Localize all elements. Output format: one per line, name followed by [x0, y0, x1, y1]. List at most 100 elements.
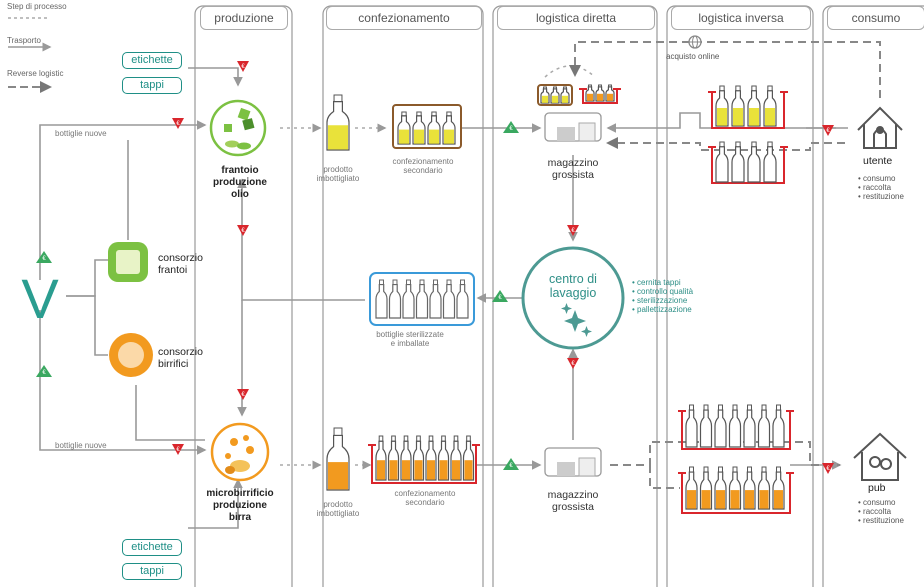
svg-text:€: €	[509, 463, 513, 469]
bottle-inverse-beer-empty	[699, 404, 713, 448]
pb-1: prodotto	[323, 500, 353, 509]
cl-item-1: • cernita tappi	[632, 278, 681, 287]
bottle-beer-small	[450, 435, 462, 481]
bottle-empty	[388, 279, 402, 319]
bottle-oil-small	[442, 111, 456, 145]
bottle-empty	[375, 279, 388, 319]
bottle-inverse-beer-empty	[772, 404, 785, 448]
frantoio-label-2: produzione	[213, 177, 267, 188]
bottle-groups	[326, 84, 794, 514]
frantoio-icon	[209, 99, 267, 157]
utente-list: • consumo • raccolta • restituzione	[858, 174, 904, 201]
pt-2: imbottigliato	[316, 174, 360, 183]
bottle-tiny	[540, 86, 550, 104]
pl-3: • restituzione	[858, 516, 904, 525]
consorzio-birrifici-icon	[109, 333, 153, 377]
bottle-empty	[415, 279, 429, 319]
legend-transport: Trasporto	[7, 36, 41, 45]
crate-beer-secondary	[368, 444, 480, 484]
consorzio-frantoi-label: consorzio frantoi	[158, 252, 203, 276]
euro-badge: €	[237, 61, 249, 72]
acquisto-online-label: acquisto online	[666, 52, 720, 61]
tappi-bottom-pill: tappi	[122, 563, 182, 580]
cb-1: consorzio	[158, 346, 203, 358]
etichette-bottom-pill: etichette	[122, 539, 182, 556]
bottle-inverse-beer-empty	[757, 404, 771, 448]
prodotto-top-label: prodotto imbottigliato	[300, 165, 376, 183]
bottle-tiny	[550, 86, 560, 104]
svg-text:€: €	[241, 64, 245, 70]
bottle-oil-small	[397, 111, 411, 145]
euro-badge: €	[567, 358, 579, 369]
cl-1: centro di	[549, 272, 597, 286]
cb-2: birrifici	[158, 358, 189, 370]
bottle-inverse-empty	[763, 141, 777, 183]
euro-badge: €	[822, 125, 834, 136]
svg-text:€: €	[176, 121, 180, 127]
bottle-tiny	[595, 84, 605, 102]
bottle-inverse-beer	[772, 466, 785, 510]
pub-list: • consumo • raccolta • restituzione	[858, 498, 904, 525]
bottle-inverse-beer-empty	[728, 404, 742, 448]
bottle-empty	[402, 279, 415, 319]
pb-2: imbottigliato	[316, 509, 360, 518]
bottle-oil	[326, 94, 350, 151]
st-2: secondario	[403, 166, 443, 175]
mb-2: grossista	[551, 501, 594, 513]
st-1: confezionamento	[392, 157, 454, 166]
cl-2: lavaggio	[549, 286, 597, 300]
secondario-top-label: confezionamento secondario	[378, 157, 468, 175]
svg-text:€: €	[571, 361, 575, 367]
micro-label-2: produzione	[213, 500, 267, 511]
microbirrificio-icon	[210, 422, 270, 482]
micro-label-3: birra	[228, 512, 252, 523]
secondario-bottom-label: confezionamento secondario	[380, 489, 470, 507]
svg-text:€: €	[826, 128, 830, 134]
euro-badge: €	[172, 444, 184, 455]
pl-2: • raccolta	[858, 507, 892, 516]
bottle-inverse-oil	[731, 85, 745, 127]
bottle-inverse-beer-empty	[743, 404, 756, 448]
mt-2: grossista	[551, 169, 594, 181]
centro-list: • cernita tappi • controllo qualità • st…	[632, 278, 693, 314]
bottle-beer-small	[437, 435, 450, 481]
bottle-inverse-empty	[731, 141, 745, 183]
crate-inverse-beer-empty	[678, 410, 794, 450]
ut-3: • restituzione	[858, 192, 904, 201]
bottle-inverse-beer	[714, 466, 727, 510]
col-produzione: produzione	[200, 6, 288, 30]
euro-badge: €	[36, 365, 52, 377]
pt-1: prodotto	[323, 165, 353, 174]
bottle-inverse-oil	[763, 85, 777, 127]
svg-text:€: €	[571, 228, 575, 234]
euro-badge: €	[36, 251, 52, 263]
bottle-beer-small	[400, 435, 412, 481]
sb-1: confezionamento	[394, 489, 456, 498]
col-confezionamento: confezionamento	[326, 6, 482, 30]
etichette-top-pill: etichette	[122, 52, 182, 69]
crate-oil-secondary	[392, 104, 462, 149]
bottle-inverse-empty	[747, 141, 761, 183]
bottiglie-nuove-top: bottiglie nuove	[55, 129, 107, 138]
frantoio-label-3: olio	[231, 189, 249, 200]
svg-text:€: €	[241, 228, 245, 234]
bottle-oil-small	[427, 111, 441, 145]
bottle-empty	[429, 279, 442, 319]
bottle-beer-small	[462, 435, 475, 481]
bottle-tiny	[560, 86, 570, 104]
legend-lines	[8, 17, 52, 93]
magazzino-top-label: magazzino grossista	[533, 157, 613, 181]
cf-1: consorzio	[158, 252, 203, 264]
cf-2: frantoi	[158, 264, 188, 276]
svg-text:€: €	[509, 126, 513, 132]
bottle-inverse-beer	[757, 466, 771, 510]
ut-1: • consumo	[858, 174, 896, 183]
frantoio-label-1: frantoio	[221, 165, 259, 176]
crate-inverse-beer	[678, 472, 794, 514]
utente-label: utente	[863, 155, 893, 167]
bottle-inverse-beer-empty	[685, 404, 698, 448]
euro-badge: €	[172, 118, 184, 129]
euro-badge: €	[503, 121, 519, 133]
